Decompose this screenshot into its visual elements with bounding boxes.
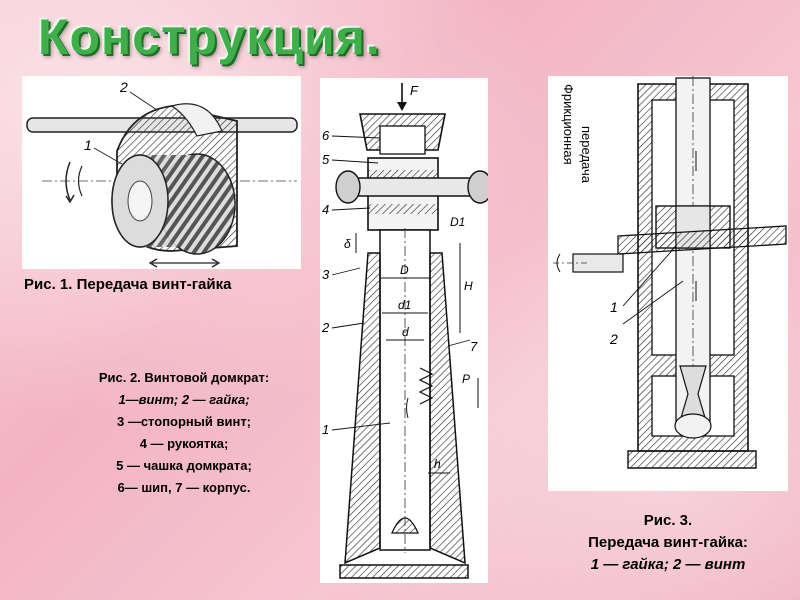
fig2-caption-line-5: 5 — чашка домкрата; xyxy=(116,458,252,473)
fig2-caption-line-6: 6— шип, 7 — корпус. xyxy=(117,480,251,495)
fig3-caption-line-3: 1 — гайка; 2 — винт xyxy=(590,556,746,573)
fig2-caption-line-1: Рис. 2. Винтовой домкрат: xyxy=(98,370,270,385)
fig2-label-D1: D1 xyxy=(450,215,465,229)
fig2-label-d: d xyxy=(402,325,409,339)
screw-jack-drawing: F xyxy=(321,83,493,579)
fig3-caption-line-2: Передача винт-гайка: xyxy=(588,534,748,551)
fig2-caption-line-3: 3 —стопорный винт; xyxy=(116,414,252,429)
fig2-label-3: 3 xyxy=(322,267,330,282)
fig2-label-d1: d1 xyxy=(398,298,411,312)
fig3-vertical-label-2: передача xyxy=(579,126,594,184)
figure-1-image: 2 1 xyxy=(22,76,301,269)
fig3-label-2: 2 xyxy=(609,331,618,347)
fig3-caption-line-1: Рис. 3. xyxy=(643,512,693,529)
figure-1-caption: Рис. 1. Передача винт-гайка xyxy=(24,276,232,293)
fig3-label-1: 1 xyxy=(610,299,618,315)
fig1-label-2: 2 xyxy=(119,79,128,95)
fig2-label-H: H xyxy=(464,279,473,293)
fig2-label-1: 1 xyxy=(322,422,329,437)
fig2-caption-line-4: 4 — рукоятка; xyxy=(139,436,229,451)
fig2-label-4: 4 xyxy=(322,202,329,217)
fig2-label-delta: δ xyxy=(344,237,351,251)
screw-nut-drawing: 2 1 xyxy=(26,79,298,268)
fig2-label-P: P xyxy=(462,372,470,386)
figure-3-image: 1 2 Фрикционная передача xyxy=(548,76,788,491)
fig2-label-6: 6 xyxy=(322,128,330,143)
fig2-label-5: 5 xyxy=(322,152,330,167)
figure-3-caption: Рис. 3. Передача винт-гайка: 1 — гайка; … xyxy=(548,510,788,576)
fig2-label-F: F xyxy=(410,83,419,98)
fig2-label-2: 2 xyxy=(321,320,330,335)
fig1-label-1: 1 xyxy=(84,137,92,153)
figure-2-image: F xyxy=(320,78,493,583)
figure-2-caption: Рис. 2. Винтовой домкрат: 1—винт; 2 — га… xyxy=(60,367,308,499)
fig2-caption-line-2: 1—винт; 2 — гайка; xyxy=(118,392,250,407)
friction-screw-drawing: 1 2 Фрикционная передача xyxy=(553,76,787,469)
fig2-label-D: D xyxy=(400,263,409,277)
fig2-label-h: h xyxy=(434,457,441,471)
page-title: Конструкция. xyxy=(38,9,381,65)
fig2-label-7: 7 xyxy=(470,339,478,354)
fig3-vertical-label-1: Фрикционная xyxy=(561,84,576,165)
